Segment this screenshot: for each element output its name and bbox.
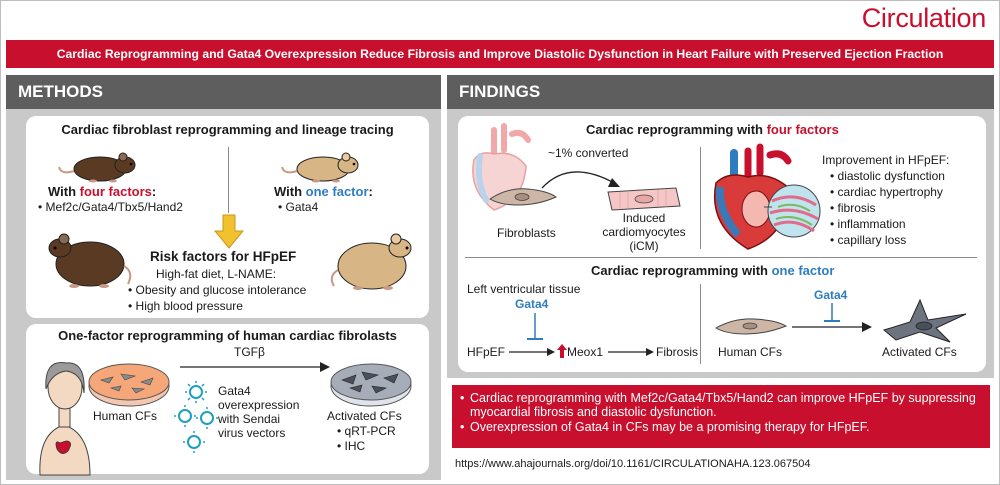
conversion-arrow <box>541 171 620 189</box>
improvement-item-4: • inflammation <box>830 217 906 231</box>
human-cf-cell-icon <box>714 318 788 335</box>
icm-line-3: (iCM) <box>629 239 659 253</box>
gata4-line-2: overexpression <box>218 398 300 412</box>
findings-heading-one: Cardiac reprogramming with one factor <box>591 263 835 278</box>
assay-item-2: • IHC <box>337 439 366 453</box>
lv-tissue-label: Left ventricular tissue <box>467 282 581 296</box>
four-factors-label: With four factors: <box>48 184 157 199</box>
fibrosis-label: Fibrosis <box>656 345 699 359</box>
summary-box: Cardiac reprogramming with Mef2c/Gata4/T… <box>452 385 990 448</box>
human-figure-icon <box>39 362 91 476</box>
heart-cross-section-icon <box>713 143 821 250</box>
assay-item-1: • qRT-PCR <box>337 424 396 438</box>
converted-label: ~1% converted <box>548 146 629 160</box>
inhibition-symbol-a <box>527 313 543 340</box>
one-factor-item: • Gata4 <box>278 200 319 214</box>
hfpef-label: HFpEF <box>467 345 506 359</box>
summary-item-1: Cardiac reprogramming with Mef2c/Gata4/T… <box>460 391 982 419</box>
findings-heading-four: Cardiac reprogramming with four factors <box>586 122 839 137</box>
journal-name: Circulation <box>861 3 987 33</box>
figure-title: Cardiac Reprogramming and Gata4 Overexpr… <box>6 40 994 68</box>
methods-box2-heading: One-factor reprogramming of human cardia… <box>58 328 397 343</box>
gata4-line-1: Gata4 <box>218 384 251 398</box>
improvement-item-2: • cardiac hypertrophy <box>830 185 943 199</box>
risk-factors-sub: High-fat diet, L-NAME: <box>156 267 277 281</box>
findings-header: FINDINGS <box>447 75 994 109</box>
doi-link[interactable]: https://www.ahajournals.org/doi/10.1161/… <box>455 458 811 470</box>
fibroblasts-label: Fibroblasts <box>497 226 556 240</box>
gata4-label-b: Gata4 <box>814 288 848 302</box>
activated-cfs-result-label: Activated CFs <box>882 345 957 359</box>
methods-header: METHODS <box>6 75 441 109</box>
improvement-item-3: • fibrosis <box>830 201 876 215</box>
tgfb-label: TGFβ <box>234 345 265 359</box>
arrow-meox1-fibrosis <box>608 348 654 356</box>
meox1-label: Meox1 <box>567 345 604 359</box>
fibroblast-cell-icon <box>489 188 557 206</box>
sendai-virus-icon <box>174 381 218 453</box>
petri-dish-human-cfs <box>88 363 170 407</box>
findings-divider-top <box>700 147 701 249</box>
arrow-hfpef-meox1 <box>509 348 555 356</box>
icm-line-1: Induced <box>622 211 666 225</box>
summary-item-2: Overexpression of Gata4 in CFs may be a … <box>460 420 982 434</box>
risk-factor-item-1: • Obesity and glucose intolerance <box>128 283 307 297</box>
one-factor-label: With one factor: <box>274 184 373 199</box>
improvement-item-1: • diastolic dysfunction <box>830 169 945 183</box>
findings-separator <box>465 257 977 258</box>
mouse-brown-icon <box>58 152 136 183</box>
gata4-label-a: Gata4 <box>515 297 549 311</box>
obese-mouse-tan-icon <box>330 233 412 290</box>
findings-divider-bottom <box>700 284 701 364</box>
activated-cf-cell-icon <box>882 298 967 343</box>
up-arrow-icon <box>557 344 567 358</box>
gata4-line-3: with Sendai <box>218 412 281 426</box>
four-factors-item: • Mef2c/Gata4/Tbx5/Hand2 <box>38 200 183 214</box>
risk-factors-heading: Risk factors for HFpEF <box>150 249 297 264</box>
activated-cfs-label: Activated CFs <box>327 409 402 423</box>
gata4-line-4: virus vectors <box>218 426 286 440</box>
human-cfs-result-label: Human CFs <box>718 345 783 359</box>
methods-divider <box>228 147 229 213</box>
improvement-item-5: • capillary loss <box>830 233 907 247</box>
petri-dish-activated-cfs <box>330 363 412 407</box>
icm-cell-icon <box>607 187 681 211</box>
obese-mouse-brown-icon <box>48 233 132 288</box>
methods-box1-heading: Cardiac fibroblast reprogramming and lin… <box>61 122 394 137</box>
arrow-to-activated <box>180 362 330 372</box>
mouse-tan-icon <box>281 152 359 183</box>
inhibition-symbol-b <box>824 303 840 322</box>
down-arrow-icon <box>213 214 245 249</box>
risk-factor-item-2: • High blood pressure <box>128 299 243 313</box>
human-cfs-label: Human CFs <box>93 409 158 423</box>
arrow-to-activated-cfs <box>792 322 872 332</box>
improvement-heading: Improvement in HFpEF: <box>822 153 950 167</box>
icm-line-2: cardiomyocytes <box>602 225 686 239</box>
